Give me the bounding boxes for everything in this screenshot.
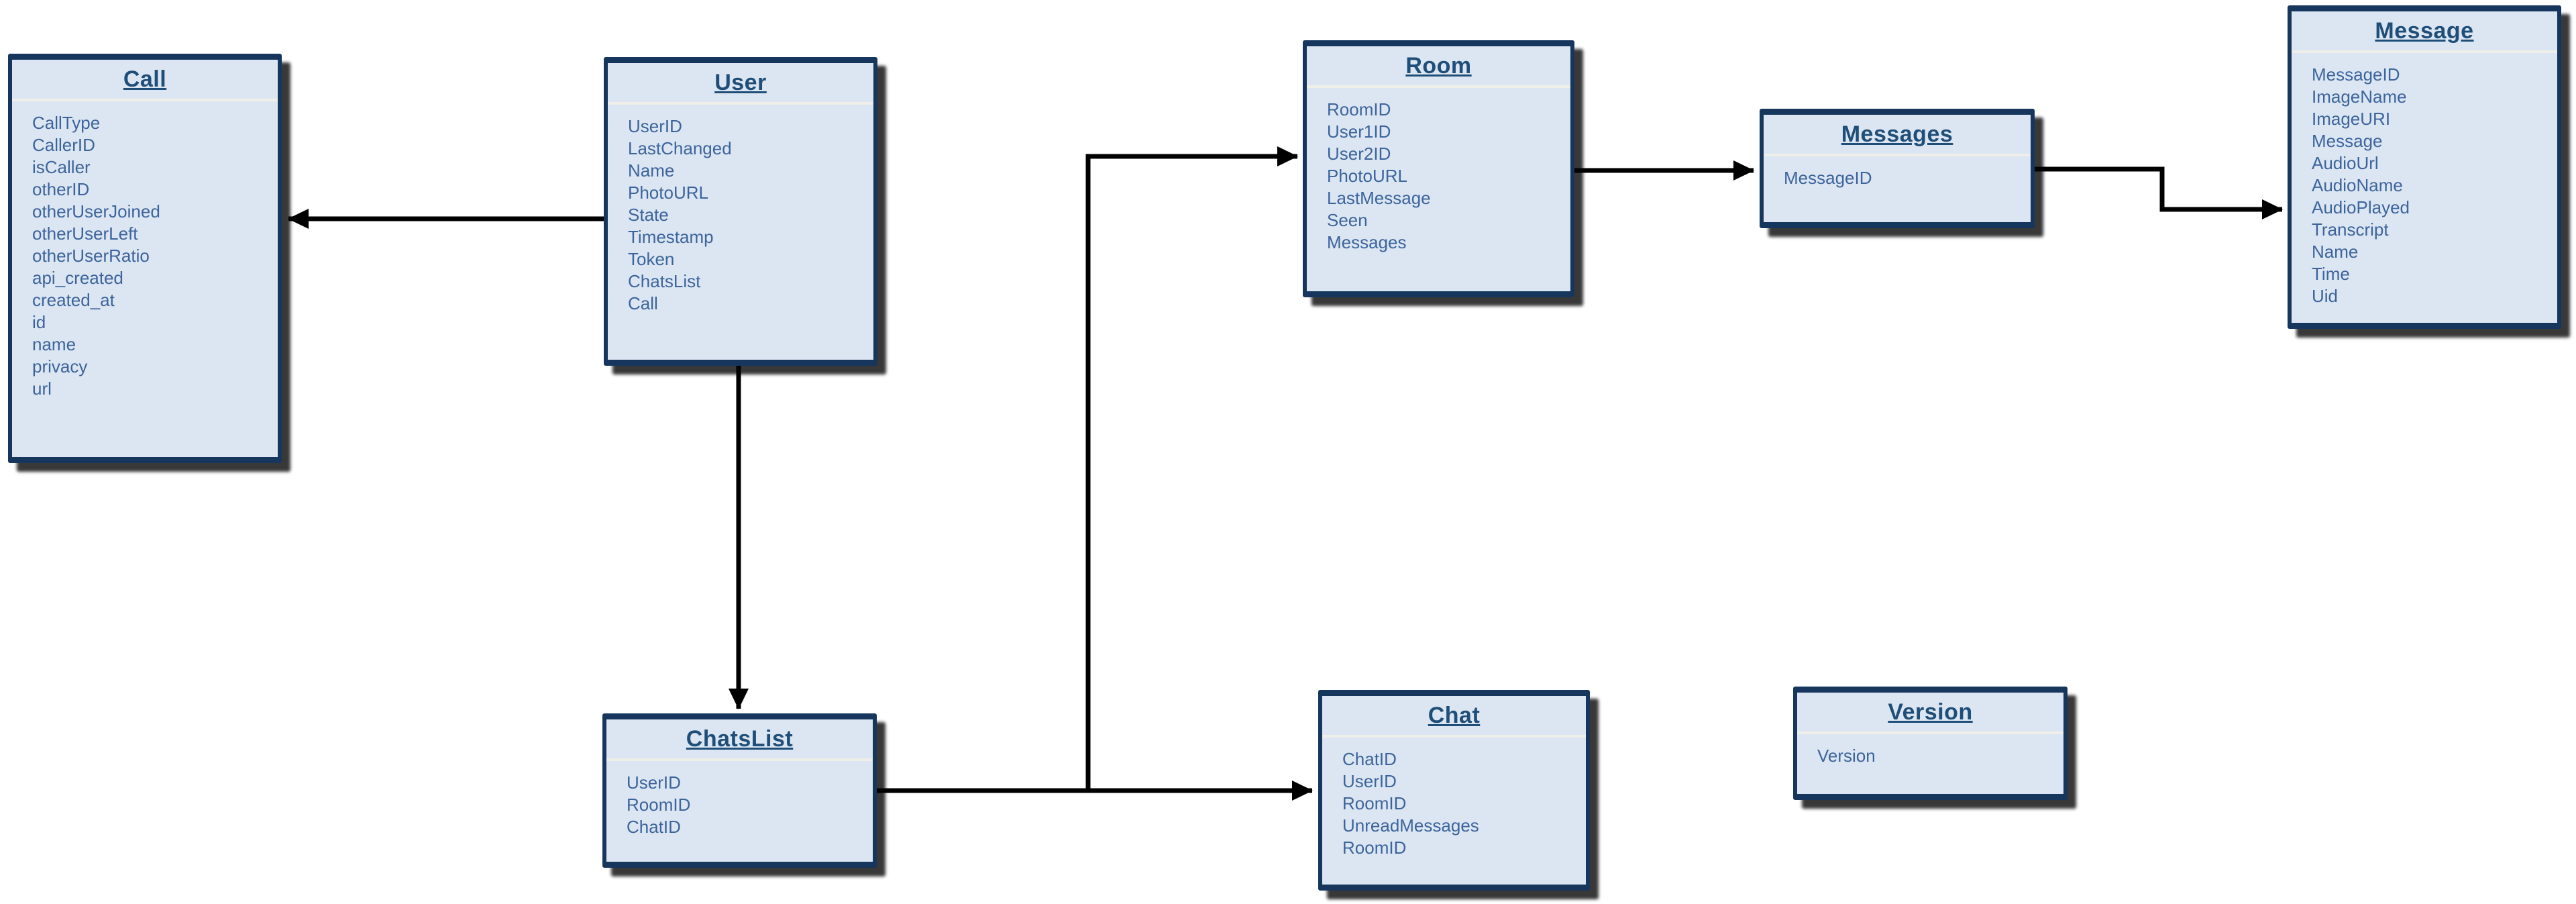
- connector-messages-to-message: [2035, 166, 2283, 219]
- field-room-lastmessage: LastMessage: [1327, 188, 1431, 208]
- table-user-header: User: [608, 63, 873, 102]
- table-room-title: Room: [1405, 52, 1472, 79]
- field-chat-userid: UserID: [1342, 771, 1397, 791]
- field-user-token: Token: [628, 249, 675, 269]
- field-call-otheruserleft: otherUserLeft: [32, 223, 138, 244]
- connector-chatslist-to-room: [1085, 146, 1298, 791]
- table-version-divider: [1797, 732, 2063, 734]
- table-message-header: Message: [2292, 11, 2557, 50]
- field-chat-roomid: RoomID: [1342, 838, 1407, 858]
- field-chatslist-chatid: ChatID: [627, 817, 681, 837]
- field-call-otherid: otherID: [32, 179, 90, 199]
- field-room-photourl: PhotoURL: [1327, 166, 1407, 186]
- table-messages-fields: MessageID: [1764, 156, 2031, 222]
- table-version-title: Version: [1888, 699, 1973, 725]
- table-room-header: Room: [1307, 46, 1570, 85]
- table-room-divider: [1307, 85, 1570, 88]
- table-user-title: User: [714, 69, 767, 95]
- field-user-call: Call: [628, 293, 658, 313]
- field-call-otheruserratio: otherUserRatio: [32, 246, 150, 266]
- field-messages-messageid: MessageID: [1784, 168, 1872, 188]
- table-messages-divider: [1764, 154, 2031, 156]
- field-message-imagename: ImageName: [2312, 87, 2407, 107]
- field-message-transcript: Transcript: [2312, 219, 2389, 240]
- field-user-lastchanged: LastChanged: [628, 138, 732, 158]
- field-user-userid: UserID: [628, 116, 682, 136]
- field-message-time: Time: [2312, 264, 2350, 284]
- table-message-divider: [2292, 50, 2557, 53]
- field-user-name: Name: [628, 160, 675, 181]
- field-version-version: Version: [1817, 746, 1876, 766]
- field-user-chatslist: ChatsList: [628, 271, 701, 291]
- field-call-id: id: [32, 312, 46, 332]
- table-chat-header: Chat: [1322, 696, 1586, 735]
- field-message-name: Name: [2312, 242, 2359, 262]
- table-message-title: Message: [2375, 17, 2474, 44]
- field-call-api_created: api_created: [32, 268, 123, 288]
- field-call-name: name: [32, 334, 76, 354]
- table-call-title: Call: [123, 66, 167, 92]
- field-call-calltype: CallType: [32, 113, 101, 133]
- field-call-created_at: created_at: [32, 290, 115, 310]
- field-call-callerid: CallerID: [32, 135, 95, 155]
- field-call-iscaller: isCaller: [32, 157, 91, 177]
- field-user-timestamp: Timestamp: [628, 227, 714, 247]
- table-user-divider: [608, 102, 873, 105]
- table-call-header: Call: [12, 60, 278, 99]
- table-chat-divider: [1322, 735, 1586, 738]
- field-room-user2id: User2ID: [1327, 144, 1391, 164]
- field-room-user1id: User1ID: [1327, 121, 1391, 142]
- field-call-otheruserjoined: otherUserJoined: [32, 201, 160, 221]
- table-chatslist-divider: [606, 758, 873, 761]
- field-chat-chatid: ChatID: [1342, 749, 1397, 769]
- table-version-fields: Version: [1797, 734, 2063, 794]
- field-room-seen: Seen: [1327, 210, 1368, 230]
- field-message-imageuri: ImageURI: [2312, 109, 2391, 129]
- field-room-roomid: RoomID: [1327, 99, 1391, 119]
- field-chatslist-roomid: RoomID: [627, 795, 691, 815]
- field-message-message: Message: [2312, 131, 2383, 151]
- table-messages-title: Messages: [1841, 121, 1953, 147]
- table-chatslist-header: ChatsList: [606, 719, 873, 758]
- table-version-header: Version: [1797, 693, 2063, 732]
- field-user-photourl: PhotoURL: [628, 183, 708, 203]
- field-message-audiourl: AudioUrl: [2312, 153, 2379, 173]
- table-chat-title: Chat: [1428, 702, 1481, 728]
- field-chat-roomid: RoomID: [1342, 793, 1407, 813]
- table-chatslist-title: ChatsList: [686, 725, 794, 752]
- field-message-audioplayed: AudioPlayed: [2312, 197, 2410, 217]
- field-message-uid: Uid: [2312, 286, 2339, 306]
- field-call-privacy: privacy: [32, 356, 88, 376]
- field-chatslist-userid: UserID: [627, 772, 681, 793]
- field-room-messages: Messages: [1327, 232, 1407, 252]
- field-message-messageid: MessageID: [2312, 64, 2400, 85]
- table-call-divider: [12, 99, 278, 101]
- field-chat-unreadmessages: UnreadMessages: [1342, 815, 1479, 836]
- table-messages-header: Messages: [1764, 115, 2031, 154]
- field-message-audioname: AudioName: [2312, 175, 2403, 195]
- field-user-state: State: [628, 205, 669, 225]
- field-call-url: url: [32, 379, 52, 399]
